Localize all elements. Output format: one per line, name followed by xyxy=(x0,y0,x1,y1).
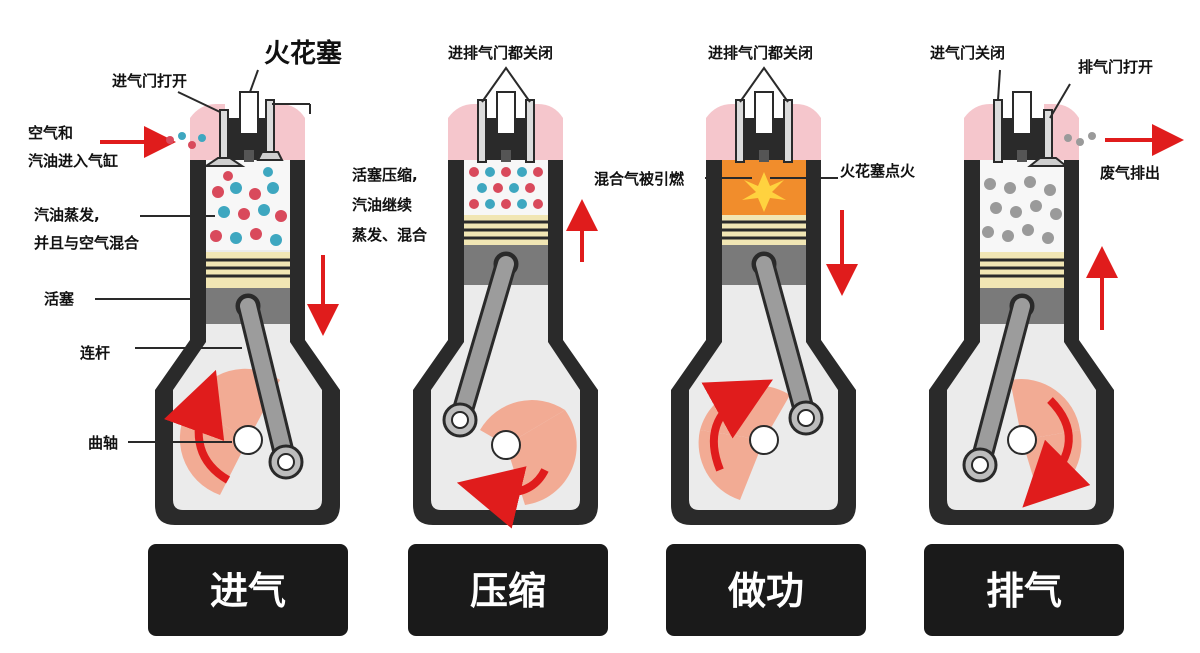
label-compress-3: 蒸发、混合 xyxy=(352,226,428,244)
label-spark-plug: 火花塞 xyxy=(264,38,342,69)
label-valves-closed-power: 进排气门都关闭 xyxy=(708,44,813,62)
label-exhaust-out: 废气排出 xyxy=(1100,164,1160,182)
label-intake-valve-open: 进气门打开 xyxy=(112,72,187,90)
label-spark-fire: 火花塞点火 xyxy=(840,162,916,180)
label-exhaust-valve-open: 排气门打开 xyxy=(1078,58,1153,76)
label-fuel-evap-2: 并且与空气混合 xyxy=(34,234,140,252)
label-valves-closed-compression: 进排气门都关闭 xyxy=(448,44,553,62)
stage-label-power: 做功 xyxy=(727,569,804,613)
stage-box-exhaust xyxy=(924,544,1124,636)
engine-compression xyxy=(413,66,598,529)
stage-label-intake: 进气 xyxy=(210,569,286,613)
stage-label-exhaust: 排气 xyxy=(986,569,1062,613)
label-piston: 活塞 xyxy=(44,290,75,308)
label-compress-2: 汽油继续 xyxy=(352,196,412,214)
engine-exhaust xyxy=(929,91,1184,525)
engine-intake xyxy=(100,91,340,525)
leader-lines xyxy=(95,69,1071,443)
label-air-fuel-2: 汽油进入气缸 xyxy=(28,152,118,170)
label-intake-valve-closed: 进气门关闭 xyxy=(930,44,1005,62)
stage-box-compression xyxy=(408,544,608,636)
label-fuel-evap-1: 汽油蒸发, xyxy=(34,206,100,224)
label-crankshaft: 曲轴 xyxy=(88,434,118,452)
stage-box-intake xyxy=(148,544,348,636)
stage-label-compression: 压缩 xyxy=(470,569,546,613)
stage-box-power xyxy=(666,544,866,636)
label-compress-1: 活塞压缩, xyxy=(352,166,418,184)
label-air-fuel-1: 空气和 xyxy=(28,124,73,142)
label-mixture-ignited: 混合气被引燃 xyxy=(594,170,685,188)
engine-power xyxy=(671,66,858,525)
label-con-rod: 连杆 xyxy=(80,344,110,362)
